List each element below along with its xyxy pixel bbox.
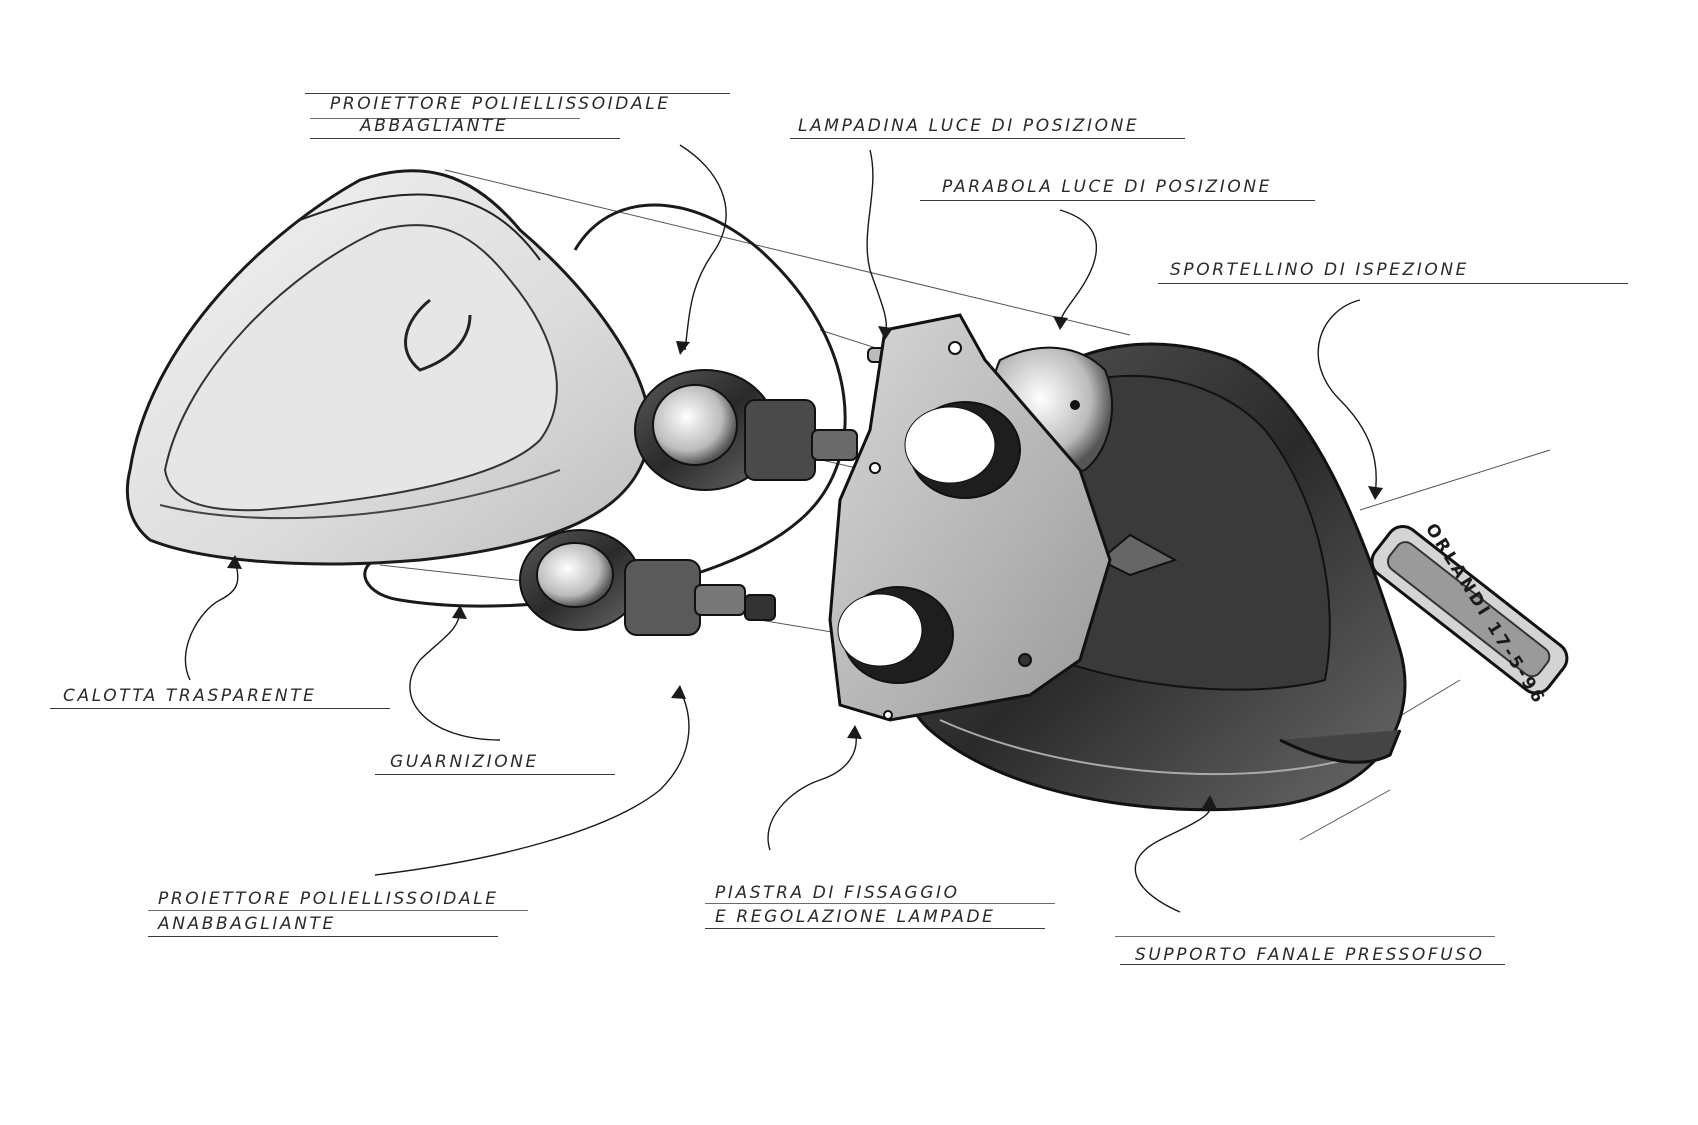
label-high-beam-projector: PROIETTORE POLIELLISSOIDALE — [330, 94, 671, 114]
arrow-heads — [227, 316, 1383, 809]
rule — [1158, 283, 1628, 284]
inspection-door — [1370, 524, 1569, 695]
rule — [705, 928, 1045, 929]
rule — [310, 138, 620, 139]
label-die-cast-housing: SUPPORTO FANALE PRESSOFUSO — [1135, 945, 1485, 965]
label-transparent-cover: CALOTTA TRASPARENTE — [63, 686, 317, 706]
label-lamp-adjustment: E REGOLAZIONE LAMPADE — [715, 907, 996, 927]
rule — [50, 708, 390, 709]
rule — [148, 936, 498, 937]
transparent-cover — [125, 169, 652, 566]
label-position-light-reflector: PARABOLA LUCE DI POSIZIONE — [942, 177, 1272, 197]
rule — [920, 200, 1315, 201]
rule — [310, 118, 580, 119]
rule — [148, 910, 528, 911]
rule — [1115, 936, 1495, 937]
label-inspection-door: SPORTELLINO DI ISPEZIONE — [1170, 260, 1470, 280]
low-beam-projector — [519, 529, 776, 636]
high-beam-projector — [634, 369, 874, 491]
rule — [790, 138, 1185, 139]
rule — [305, 93, 730, 94]
label-low-beam-projector: PROIETTORE POLIELLISSOIDALE — [158, 889, 499, 909]
rule — [1120, 964, 1505, 965]
cable — [363, 203, 847, 608]
leader-arrows — [184, 144, 1377, 913]
label-position-light-bulb: LAMPADINA LUCE DI POSIZIONE — [798, 116, 1140, 136]
rule — [705, 903, 1055, 904]
label-gasket: GUARNIZIONE — [390, 752, 539, 772]
label-high-beam: ABBAGLIANTE — [360, 116, 509, 136]
label-low-beam: ANABBAGLIANTE — [158, 914, 336, 934]
rule — [375, 774, 615, 775]
label-mounting-plate: PIASTRA DI FISSAGGIO — [715, 883, 960, 903]
mounting-plate — [828, 313, 1112, 722]
